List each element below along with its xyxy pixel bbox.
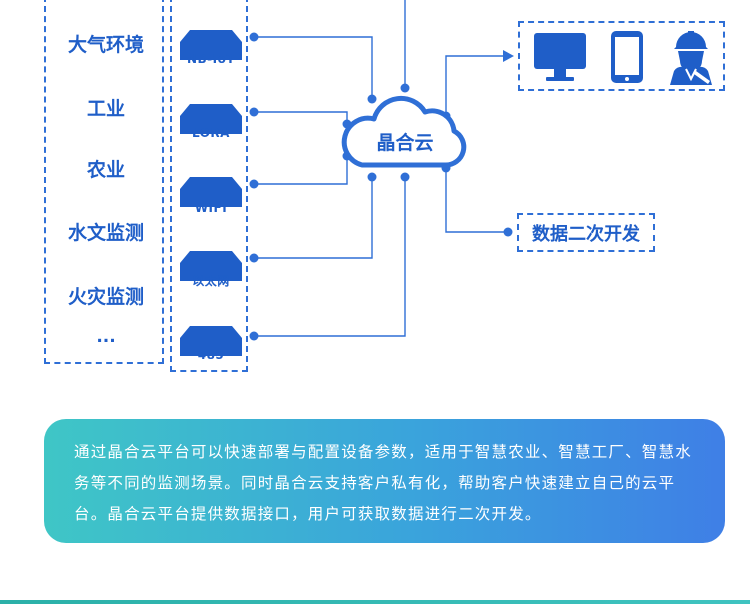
gateway-device-icon [180, 251, 242, 281]
app-label-hydrology: 水文监测 [67, 222, 144, 244]
device-label-nbiot: NB-IoT [186, 52, 236, 66]
phone-icon [611, 31, 643, 83]
node-dot [249, 179, 259, 189]
description-card: 通过晶合云平台可以快速部署与配置设备参数，适用于智慧农业、智慧工厂、智慧水务等不… [44, 419, 725, 543]
device-label-wifi: WIFI [194, 201, 228, 215]
wire-secondary-dev [445, 168, 508, 233]
secondary-development-box: 数据二次开发 [517, 213, 655, 252]
arrow-head [503, 50, 514, 62]
network-devices-box: NB-IoT LORA WIFI 以太网 485 [170, 0, 248, 372]
application-scenarios-box: 大气环境 工业 农业 水文监测 火灾监测 ... [44, 0, 164, 364]
description-text: 通过晶合云平台可以快速部署与配置设备参数，适用于智慧农业、智慧工厂、智慧水务等不… [74, 443, 692, 523]
wire-wifi [254, 156, 348, 185]
node-dot [400, 172, 410, 182]
cloud-icon [341, 95, 467, 168]
app-label-fire: 火灾监测 [67, 286, 144, 308]
engineer-icon [670, 31, 712, 85]
wire-nbiot [254, 36, 373, 99]
app-label-more: ... [96, 327, 116, 347]
device-label-485: 485 [197, 348, 225, 362]
cloud-label: 晶合云 [376, 132, 434, 154]
node-dot [400, 83, 410, 93]
node-dot [249, 253, 259, 263]
app-label-agriculture: 农业 [86, 159, 125, 181]
wire-ethernet [254, 177, 373, 259]
gateway-device-icon [180, 326, 242, 356]
node-dot [249, 107, 259, 117]
monitor-icon [534, 33, 586, 81]
node-dot [503, 227, 513, 237]
node-dot [367, 172, 377, 182]
node-dot [249, 331, 259, 341]
node-dot [249, 32, 259, 42]
wire-lora [254, 111, 348, 124]
bottom-divider [0, 600, 750, 604]
wire-485 [254, 177, 406, 337]
app-label-atmosphere: 大气环境 [67, 34, 144, 56]
terminal-devices-box [518, 21, 725, 91]
device-label-lora: LORA [192, 126, 230, 140]
node-dot [367, 94, 377, 104]
app-label-industry: 工业 [86, 98, 125, 120]
gateway-device-icon [180, 104, 242, 134]
wire-terminals [445, 55, 505, 116]
device-label-ethernet: 以太网 [192, 274, 230, 288]
gateway-device-icon [180, 30, 242, 60]
gateway-device-icon [180, 177, 242, 207]
